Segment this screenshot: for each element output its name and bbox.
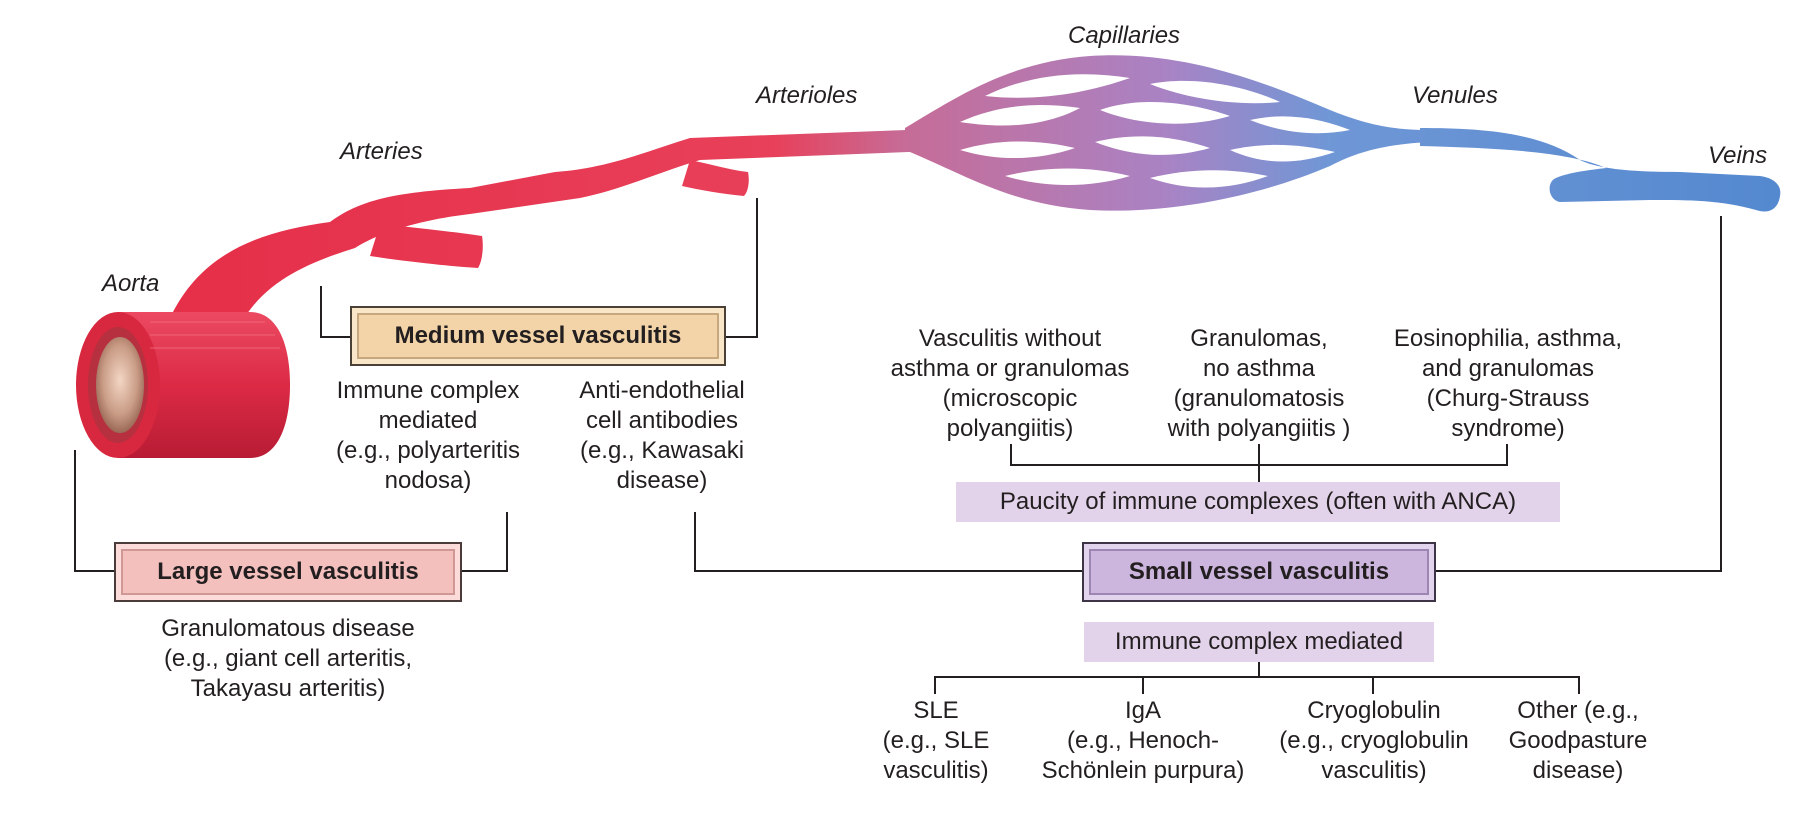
pauci-type-churg-strauss: Eosinophilia, asthma,and granulomas (Chu… [1393, 325, 1623, 442]
arteriole-branch [682, 160, 749, 196]
small-vessel-vasculitis-box: Small vessel vasculitis [1082, 542, 1436, 602]
medium-vessel-vasculitis-box: Medium vessel vasculitis [350, 306, 726, 366]
artery-branch [370, 224, 483, 268]
label-veins: Veins [1708, 142, 1768, 169]
immune-complex-mediated-band: Immune complex mediated [1084, 622, 1434, 662]
capillary-bed [905, 55, 1430, 211]
large-granulomatous-text: Granulomatous disease(e.g., giant cell a… [161, 615, 415, 702]
label-aorta: Aorta [102, 270, 160, 297]
paucity-immune-complexes-band: Paucity of immune complexes (often with … [956, 482, 1560, 522]
label-venules: Venules [1412, 82, 1498, 109]
capillary-network [960, 74, 1350, 188]
label-arteries: Arteries [340, 138, 423, 165]
artery-trunk [170, 128, 960, 330]
large-vessel-vasculitis-box: Large vessel vasculitis [114, 542, 462, 602]
label-capillaries: Capillaries [1068, 22, 1181, 49]
ic-type-iga: IgA(e.g., Henoch-Schönlein purpura) [1041, 697, 1245, 784]
label-arterioles: Arterioles [756, 82, 858, 109]
venule-vein [1420, 128, 1781, 212]
